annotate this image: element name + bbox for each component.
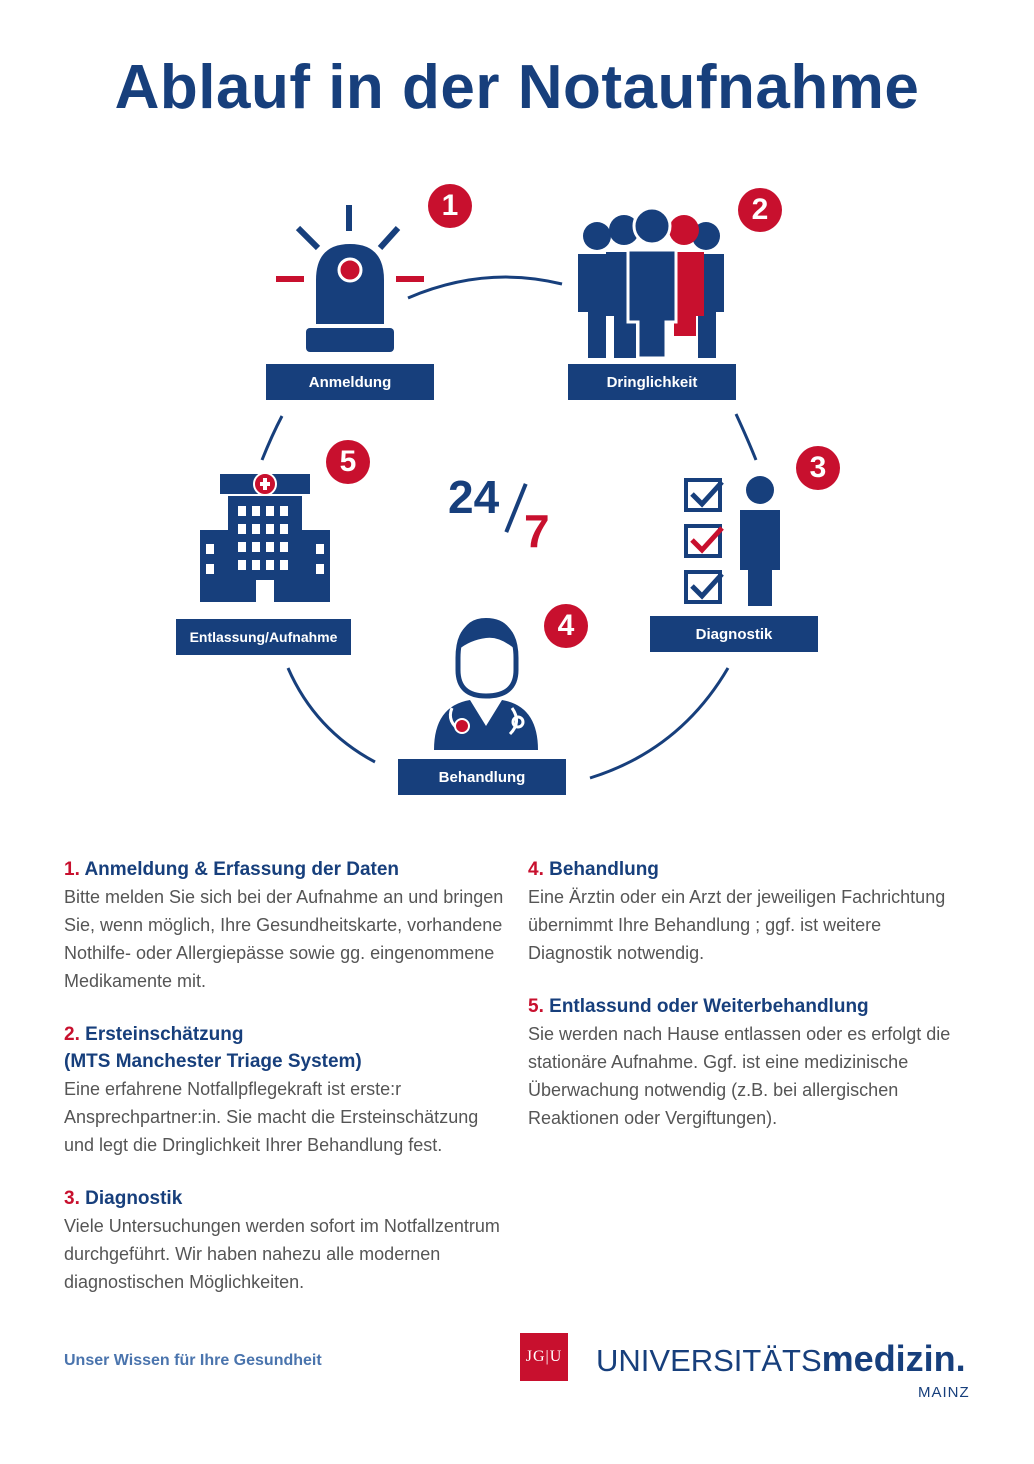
section-number: 2. bbox=[64, 1024, 80, 1045]
step-badge-2: 2 bbox=[738, 188, 782, 232]
section-title: Ersteinschätzung bbox=[85, 1024, 244, 1045]
section-number: 3. bbox=[64, 1188, 80, 1209]
step-badge-3: 3 bbox=[796, 446, 840, 490]
step-label-dringlichkeit: Dringlichkeit bbox=[568, 364, 736, 400]
uni-medizin: medizin. bbox=[821, 1338, 966, 1379]
section-number: 4. bbox=[528, 859, 544, 880]
uni-prefix: UNIVERSITÄTS bbox=[596, 1343, 822, 1378]
section-2: 2. Ersteinschätzung (MTS Manchester Tria… bbox=[64, 1021, 504, 1159]
hours-24: 24 bbox=[448, 471, 500, 523]
left-column: 1. Anmeldung & Erfassung der Daten Bitte… bbox=[64, 856, 504, 1322]
section-text: Eine erfahrene Notfallpflegekraft ist er… bbox=[64, 1079, 479, 1155]
step-badge-5: 5 bbox=[326, 440, 370, 484]
section-subtitle: (MTS Manchester Triage System) bbox=[64, 1051, 362, 1072]
city-label: MAINZ bbox=[918, 1384, 970, 1401]
step-badge-4: 4 bbox=[544, 604, 588, 648]
section-text: Viele Untersuchungen werden sofort im No… bbox=[64, 1216, 500, 1292]
step-label-entlassung: Entlassung/Aufnahme bbox=[176, 619, 351, 655]
section-1: 1. Anmeldung & Erfassung der Daten Bitte… bbox=[64, 856, 504, 995]
cycle-arcs bbox=[200, 205, 780, 780]
section-3: 3. Diagnostik Viele Untersuchungen werde… bbox=[64, 1185, 504, 1296]
section-4: 4. Behandlung Eine Ärztin oder ein Arzt … bbox=[528, 856, 968, 967]
checklist-person-icon bbox=[684, 476, 780, 606]
section-text: Bitte melden Sie sich bei der Aufnahme a… bbox=[64, 887, 504, 991]
siren-icon bbox=[276, 205, 424, 352]
page-title: Ablauf in der Notaufnahme bbox=[114, 53, 920, 122]
section-text: Sie werden nach Hause entlassen oder es … bbox=[528, 1024, 951, 1128]
university-logo: UNIVERSITÄTSmedizin. bbox=[596, 1338, 966, 1380]
jgu-logo: JG|U bbox=[520, 1333, 568, 1381]
section-title: Behandlung bbox=[549, 859, 659, 880]
doctor-icon bbox=[434, 618, 538, 750]
days-7: 7 bbox=[524, 505, 550, 557]
step-label-anmeldung: Anmeldung bbox=[266, 364, 434, 400]
process-diagram: 1 2 3 4 5 Anmeldung Dringlichkeit Diagno… bbox=[0, 160, 1034, 840]
step-badge-1: 1 bbox=[428, 184, 472, 228]
section-number: 5. bbox=[528, 996, 544, 1017]
section-title: Entlassund oder Weiterbehandlung bbox=[549, 996, 869, 1017]
section-number: 1. bbox=[64, 859, 80, 880]
step-label-behandlung: Behandlung bbox=[398, 759, 566, 795]
section-text: Eine Ärztin oder ein Arzt der jeweiligen… bbox=[528, 887, 946, 963]
footer-tagline: Unser Wissen für Ihre Gesundheit bbox=[64, 1352, 322, 1369]
section-title: Anmeldung & Erfassung der Daten bbox=[84, 859, 400, 880]
right-column: 4. Behandlung Eine Ärztin oder ein Arzt … bbox=[528, 856, 968, 1158]
section-5: 5. Entlassund oder Weiterbehandlung Sie … bbox=[528, 993, 968, 1132]
section-title: Diagnostik bbox=[85, 1188, 183, 1209]
hospital-icon bbox=[200, 472, 330, 602]
step-label-diagnostik: Diagnostik bbox=[650, 616, 818, 652]
crowd-icon bbox=[578, 206, 724, 360]
